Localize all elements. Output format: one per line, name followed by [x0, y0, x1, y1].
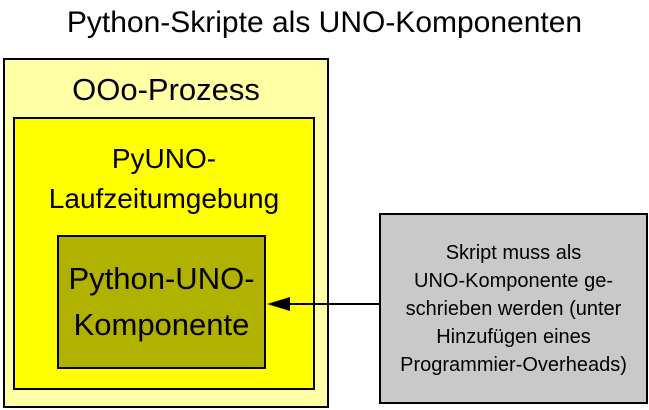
- diagram-title: Python-Skripte als UNO-Komponenten: [66, 6, 583, 39]
- python-uno-component-label: Python-UNO- Komponente: [68, 256, 254, 348]
- note-line: Programmier-Overheads): [400, 353, 627, 376]
- pyuno-runtime-label-line2: Laufzeitumgebung: [48, 183, 280, 214]
- python-uno-component-label-line1: Python-UNO-: [68, 261, 255, 296]
- pyuno-runtime-label: PyUNO- Laufzeitumgebung: [15, 139, 313, 219]
- note-line: Hinzufügen eines: [436, 325, 591, 348]
- arrow-shaft: [284, 303, 379, 305]
- arrow-head-left-icon: [267, 297, 290, 311]
- note-box: Skript muss als UNO-Komponente ge- schri…: [379, 213, 648, 404]
- note-line: Skript muss als: [445, 241, 582, 264]
- python-uno-component-label-line2: Komponente: [73, 307, 250, 342]
- note-line: UNO-Komponente ge-: [414, 269, 613, 292]
- pyuno-runtime-label-line1: PyUNO-: [111, 143, 217, 174]
- python-uno-component-box: Python-UNO- Komponente: [57, 235, 266, 369]
- ooo-process-label: OOo-Prozess: [72, 72, 260, 107]
- note-line: schrieben werden (unter: [405, 297, 622, 320]
